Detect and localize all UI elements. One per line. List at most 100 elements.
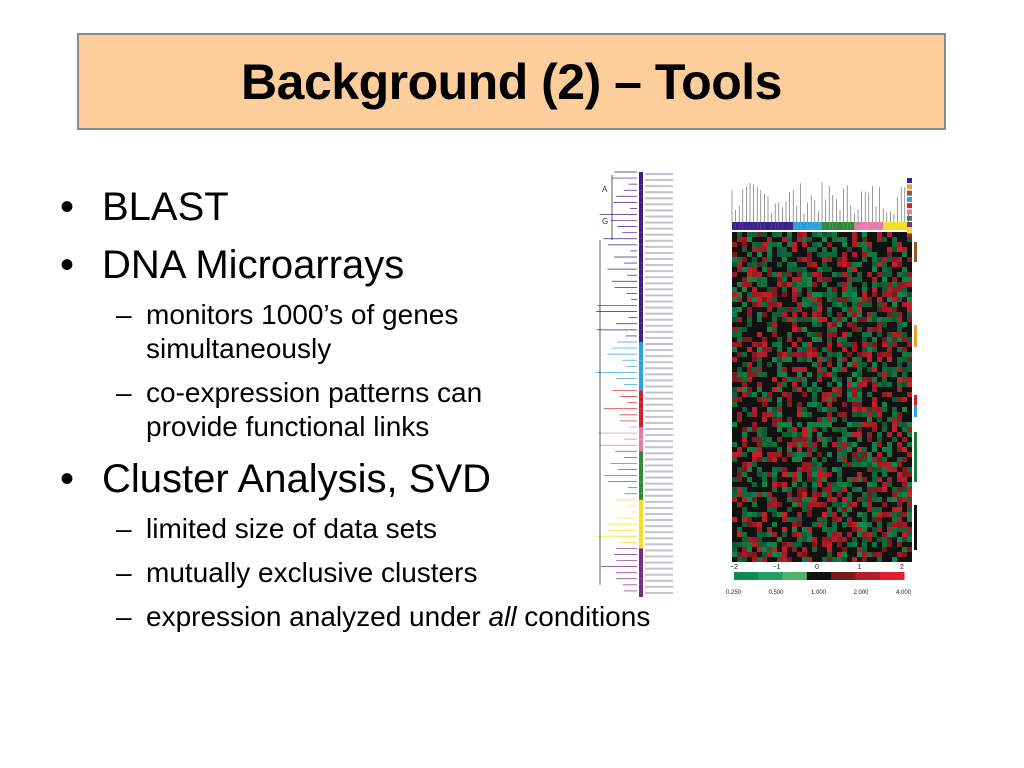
heatmap-cell [742, 377, 747, 382]
heatmap-cell [852, 262, 857, 267]
heatmap-cell [837, 537, 842, 542]
heatmap-cell [852, 292, 857, 297]
scale-value-label: 0.250 [726, 590, 742, 596]
heatmap-cell [907, 282, 912, 287]
heatmap-cell [837, 447, 842, 452]
heatmap-cell [832, 537, 837, 542]
top-class-cell [901, 222, 905, 230]
heatmap-cell [902, 527, 907, 532]
heatmap-cell [832, 327, 837, 332]
sample-color-cell [639, 172, 643, 179]
heatmap-cell [822, 542, 827, 547]
sample-color-cell [639, 548, 643, 555]
sample-label-line [645, 567, 673, 570]
heatmap-cell [887, 542, 892, 547]
heatmap-cell [907, 547, 912, 552]
scale-tick-label: −2 [730, 564, 738, 571]
top-class-cell [897, 222, 902, 230]
heatmap-cell [867, 487, 872, 492]
heatmap-cell [827, 382, 832, 387]
heatmap-cell [807, 277, 812, 282]
heatmap-cell [887, 512, 892, 517]
heatmap-cell [847, 532, 852, 537]
heatmap-cell [842, 337, 847, 342]
heatmap-cell [852, 382, 857, 387]
heatmap-cell [807, 532, 812, 537]
heatmap-cell [872, 347, 877, 352]
heatmap-cell [867, 537, 872, 542]
heatmap-cell [797, 542, 802, 547]
heatmap-cell [797, 532, 802, 537]
heatmap-cell [852, 322, 857, 327]
sample-color-cell [639, 190, 643, 197]
heatmap-cell [872, 317, 877, 322]
heatmap-cell [882, 537, 887, 542]
top-class-cell [757, 222, 761, 230]
top-class-cell [872, 222, 876, 230]
heatmap-cell [757, 262, 762, 267]
heatmap-cell [742, 392, 747, 397]
heatmap-cell [822, 522, 827, 527]
heatmap-cell [817, 432, 822, 437]
heatmap-cell [902, 537, 907, 542]
heatmap-cell [852, 392, 857, 397]
heatmap-cell [867, 342, 872, 347]
heatmap-cell [877, 552, 882, 557]
sub-bullet-line: limited size of data sets [146, 513, 438, 544]
heatmap-cell [782, 372, 787, 377]
heatmap-cell [837, 357, 842, 362]
heatmap-cell [742, 337, 747, 342]
heatmap-cell [827, 337, 832, 342]
sample-color-cell [639, 348, 643, 355]
heatmap-cell [742, 512, 747, 517]
heatmap-cell [857, 532, 862, 537]
heatmap-cell [812, 247, 817, 252]
heatmap-cell [812, 482, 817, 487]
heatmap-cell [732, 342, 737, 347]
heatmap-cell [807, 262, 812, 267]
heatmap-cell [782, 292, 787, 297]
heatmap-cell [892, 497, 897, 502]
heatmap-cell [897, 337, 902, 342]
heatmap-cell [797, 492, 802, 497]
heatmap-cell [747, 372, 752, 377]
heatmap-cell [852, 412, 857, 417]
heatmap-cell [827, 412, 832, 417]
heatmap-cell [877, 357, 882, 362]
heatmap-cell [892, 417, 897, 422]
heatmap-cell [867, 522, 872, 527]
heatmap-cell [732, 242, 737, 247]
heatmap-cell [867, 467, 872, 472]
heatmap-cell [882, 547, 887, 552]
heatmap-cell [742, 542, 747, 547]
heatmap-cell [767, 457, 772, 462]
heatmap-cell [802, 557, 807, 562]
legend-swatch [907, 184, 912, 190]
heatmap-cell [827, 542, 832, 547]
sample-label-line [645, 579, 673, 582]
heatmap-cell [737, 267, 742, 272]
heatmap-cell [747, 307, 752, 312]
heatmap-cell [887, 442, 892, 447]
sample-label-line [645, 458, 673, 461]
top-class-cell [786, 222, 790, 230]
heatmap-cell [757, 332, 762, 337]
heatmap-cell [752, 292, 757, 297]
heatmap-cell [872, 482, 877, 487]
heatmap-cell [762, 417, 767, 422]
heatmap-cell [802, 537, 807, 542]
heatmap-cell [802, 552, 807, 557]
heatmap-cell [902, 347, 907, 352]
heatmap-cell [827, 547, 832, 552]
heatmap-cell [897, 457, 902, 462]
heatmap-cell [807, 447, 812, 452]
heatmap-cell [802, 462, 807, 467]
heatmap-cell [747, 237, 752, 242]
heatmap-cell [817, 407, 822, 412]
heatmap-cell [757, 367, 762, 372]
heatmap-cell [807, 452, 812, 457]
heatmap-cell [807, 462, 812, 467]
heatmap-cell [797, 317, 802, 322]
heatmap-cell [842, 507, 847, 512]
